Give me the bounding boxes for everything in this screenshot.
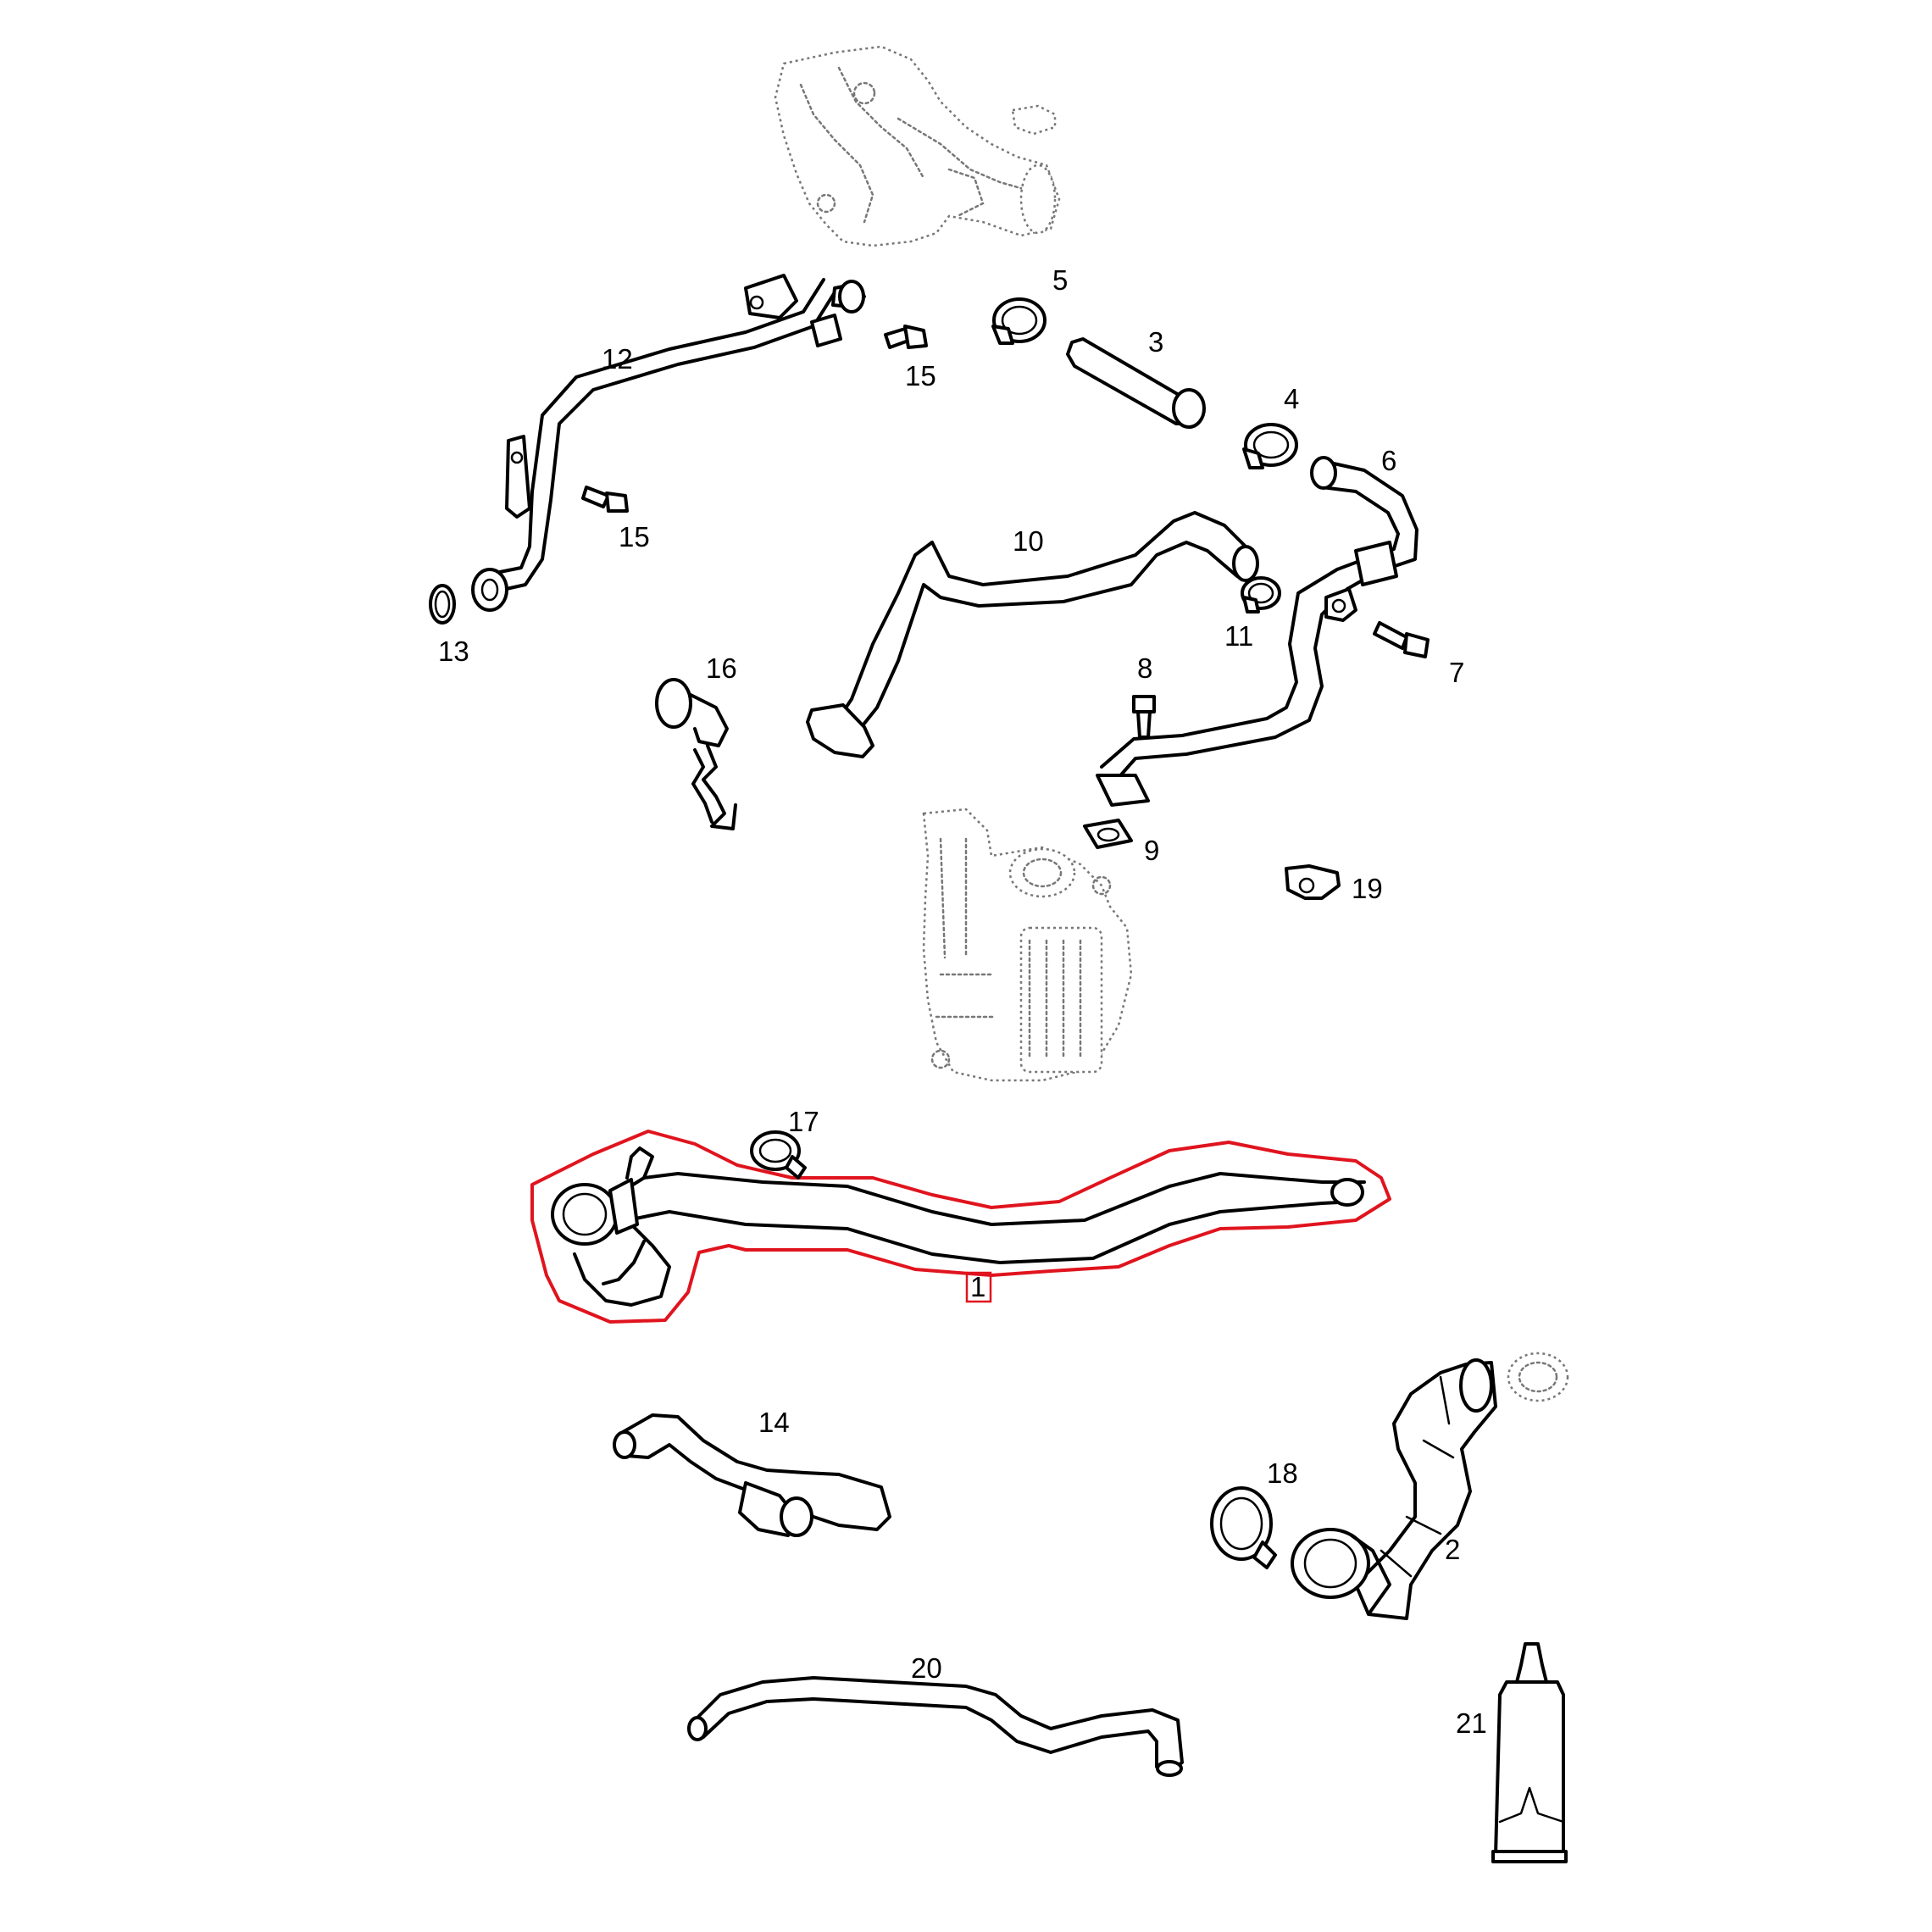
part-15-bolt-upper[interactable] bbox=[884, 325, 928, 349]
part-1-coolant-pipe[interactable] bbox=[551, 1146, 1366, 1307]
part-8-bolt[interactable] bbox=[1132, 695, 1156, 739]
part-14-y-hose[interactable] bbox=[613, 1413, 891, 1537]
part-6-coolant-pipe[interactable] bbox=[1100, 456, 1418, 781]
ghost-clamp-reference bbox=[1507, 1352, 1569, 1402]
callout-19: 19 bbox=[1352, 873, 1383, 904]
part-19-bracket[interactable] bbox=[1285, 864, 1341, 900]
callout-11: 11 bbox=[1224, 620, 1253, 652]
callout-7: 7 bbox=[1449, 657, 1464, 688]
highlight-outline-part-1 bbox=[530, 1130, 1391, 1324]
callout-1: 1 bbox=[970, 1271, 985, 1302]
part-10-formed-hose[interactable] bbox=[806, 511, 1259, 758]
callout-8: 8 bbox=[1137, 652, 1152, 684]
part-21-sealant-tube[interactable] bbox=[1491, 1642, 1568, 1863]
part-11-hose-clamp[interactable] bbox=[1241, 576, 1281, 613]
callout-15-upper: 15 bbox=[905, 360, 936, 391]
callout-15-lower: 15 bbox=[619, 521, 650, 552]
part-7-bolt[interactable] bbox=[1373, 621, 1430, 658]
callout-17: 17 bbox=[788, 1106, 819, 1137]
callout-4: 4 bbox=[1284, 383, 1299, 414]
part-2-radiator-hose[interactable] bbox=[1291, 1358, 1497, 1620]
callout-21: 21 bbox=[1456, 1707, 1487, 1739]
callout-14: 14 bbox=[758, 1407, 790, 1438]
highlight-callout-box-1 bbox=[965, 1271, 992, 1303]
part-12-coolant-pipe[interactable] bbox=[471, 274, 866, 612]
callout-5: 5 bbox=[1052, 264, 1068, 296]
callout-10: 10 bbox=[1013, 525, 1044, 557]
callout-16: 16 bbox=[706, 652, 737, 684]
oil-cooler-module-reference bbox=[922, 808, 1133, 1082]
callout-13: 13 bbox=[438, 636, 469, 667]
part-17-hose-clamp[interactable] bbox=[750, 1130, 807, 1180]
callout-2: 2 bbox=[1445, 1534, 1460, 1565]
callout-18: 18 bbox=[1267, 1457, 1298, 1489]
part-18-hose-clamp[interactable] bbox=[1210, 1486, 1277, 1569]
part-4-hose-clamp[interactable] bbox=[1242, 423, 1298, 469]
part-5-hose-clamp[interactable] bbox=[991, 297, 1046, 345]
callout-12: 12 bbox=[602, 343, 633, 375]
part-16-clip-bracket[interactable] bbox=[655, 678, 737, 830]
part-15-bolt-lower[interactable] bbox=[581, 486, 629, 513]
part-3-short-hose[interactable] bbox=[1066, 337, 1206, 429]
part-9-gasket[interactable] bbox=[1083, 774, 1150, 849]
part-13-o-ring[interactable] bbox=[429, 584, 456, 625]
callout-9: 9 bbox=[1144, 835, 1159, 866]
thermostat-housing-reference bbox=[774, 45, 1061, 247]
callout-3: 3 bbox=[1148, 326, 1163, 358]
callout-20: 20 bbox=[911, 1652, 942, 1684]
callout-6: 6 bbox=[1381, 445, 1396, 476]
part-20-hose[interactable] bbox=[687, 1676, 1184, 1777]
